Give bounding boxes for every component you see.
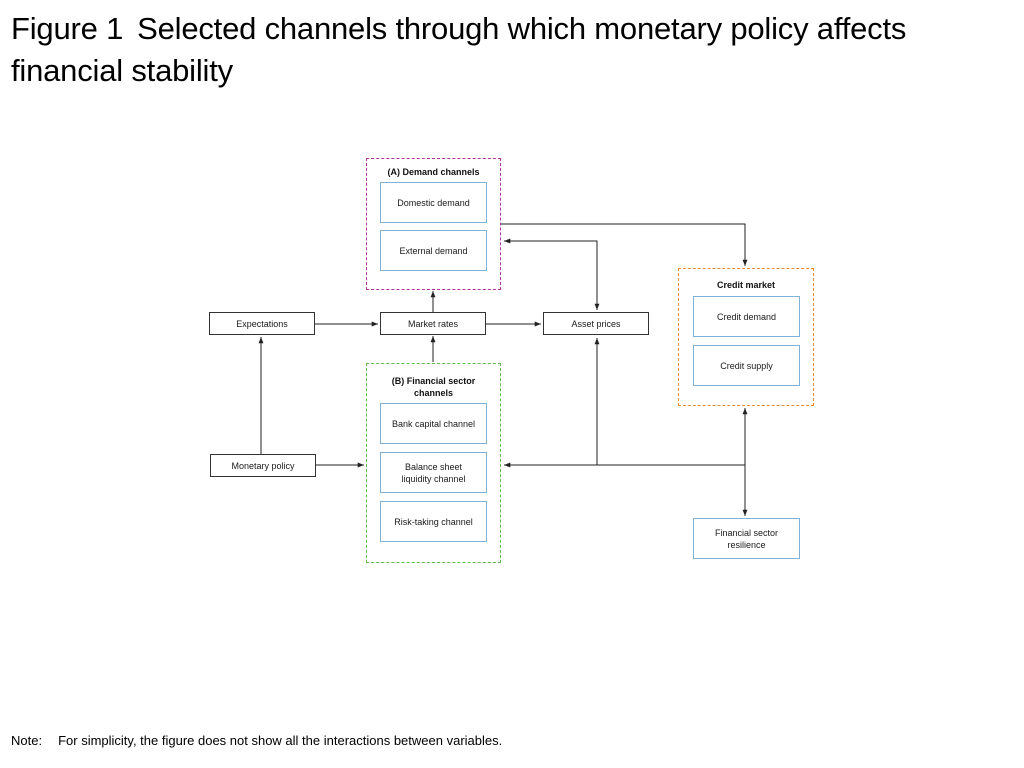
external-demand-label: External demand	[399, 245, 468, 256]
asset-prices-label: Asset prices	[571, 318, 621, 329]
credit-demand-box: Credit demand	[693, 296, 800, 337]
credit-market-group: Credit market	[678, 268, 814, 406]
financial-sector-channels-group: (B) Financial sector channels	[366, 363, 501, 563]
note-text: For simplicity, the figure does not show…	[58, 733, 503, 748]
bank-capital-channel-label: Bank capital channel	[391, 418, 476, 429]
financial-title-line-1: (B) Financial sector	[391, 376, 476, 386]
domestic-demand-label: Domestic demand	[397, 197, 470, 208]
figure-label: Figure 1	[11, 11, 124, 46]
figure-note: Note: For simplicity, the figure does not…	[11, 733, 502, 749]
external-demand-box: External demand	[380, 230, 487, 271]
monetary-policy-label: Monetary policy	[231, 460, 295, 471]
balance-sheet-liquidity-channel-box: Balance sheet liquidity channel	[380, 452, 487, 493]
arrow-demand-to-credit-market	[501, 223, 748, 266]
resilience-label-line-2: resilience	[727, 539, 766, 550]
credit-supply-box: Credit supply	[693, 345, 800, 386]
risk-taking-channel-box: Risk-taking channel	[380, 501, 487, 542]
market-rates-box: Market rates	[380, 312, 486, 335]
demand-channels-group: (A) Demand channels	[366, 158, 501, 290]
note-label: Note:	[11, 733, 43, 748]
financial-title-line-2: channels	[413, 388, 453, 398]
figure-title-text: Selected channels through which monetary…	[11, 11, 907, 88]
expectations-label: Expectations	[236, 318, 288, 329]
asset-prices-box: Asset prices	[543, 312, 649, 335]
market-rates-label: Market rates	[407, 318, 458, 329]
credit-demand-label: Credit demand	[716, 311, 777, 322]
expectations-box: Expectations	[209, 312, 315, 335]
financial-sector-resilience-box: Financial sector resilience	[693, 518, 800, 559]
risk-taking-channel-label: Risk-taking channel	[394, 516, 473, 527]
monetary-policy-box: Monetary policy	[210, 454, 316, 477]
balance-sheet-label-line-2: liquidity channel	[401, 473, 466, 484]
arrow-asset-prices-demand-link	[504, 238, 600, 310]
resilience-label-line-1: Financial sector	[714, 527, 779, 538]
bank-capital-channel-box: Bank capital channel	[380, 403, 487, 444]
domestic-demand-box: Domestic demand	[380, 182, 487, 223]
balance-sheet-label-line-1: Balance sheet	[404, 461, 463, 472]
credit-supply-label: Credit supply	[720, 360, 773, 371]
financial-sector-channels-title: (B) Financial sector channels	[367, 375, 500, 399]
credit-market-title: Credit market	[716, 280, 776, 290]
demand-channels-title: (A) Demand channels	[387, 167, 480, 177]
